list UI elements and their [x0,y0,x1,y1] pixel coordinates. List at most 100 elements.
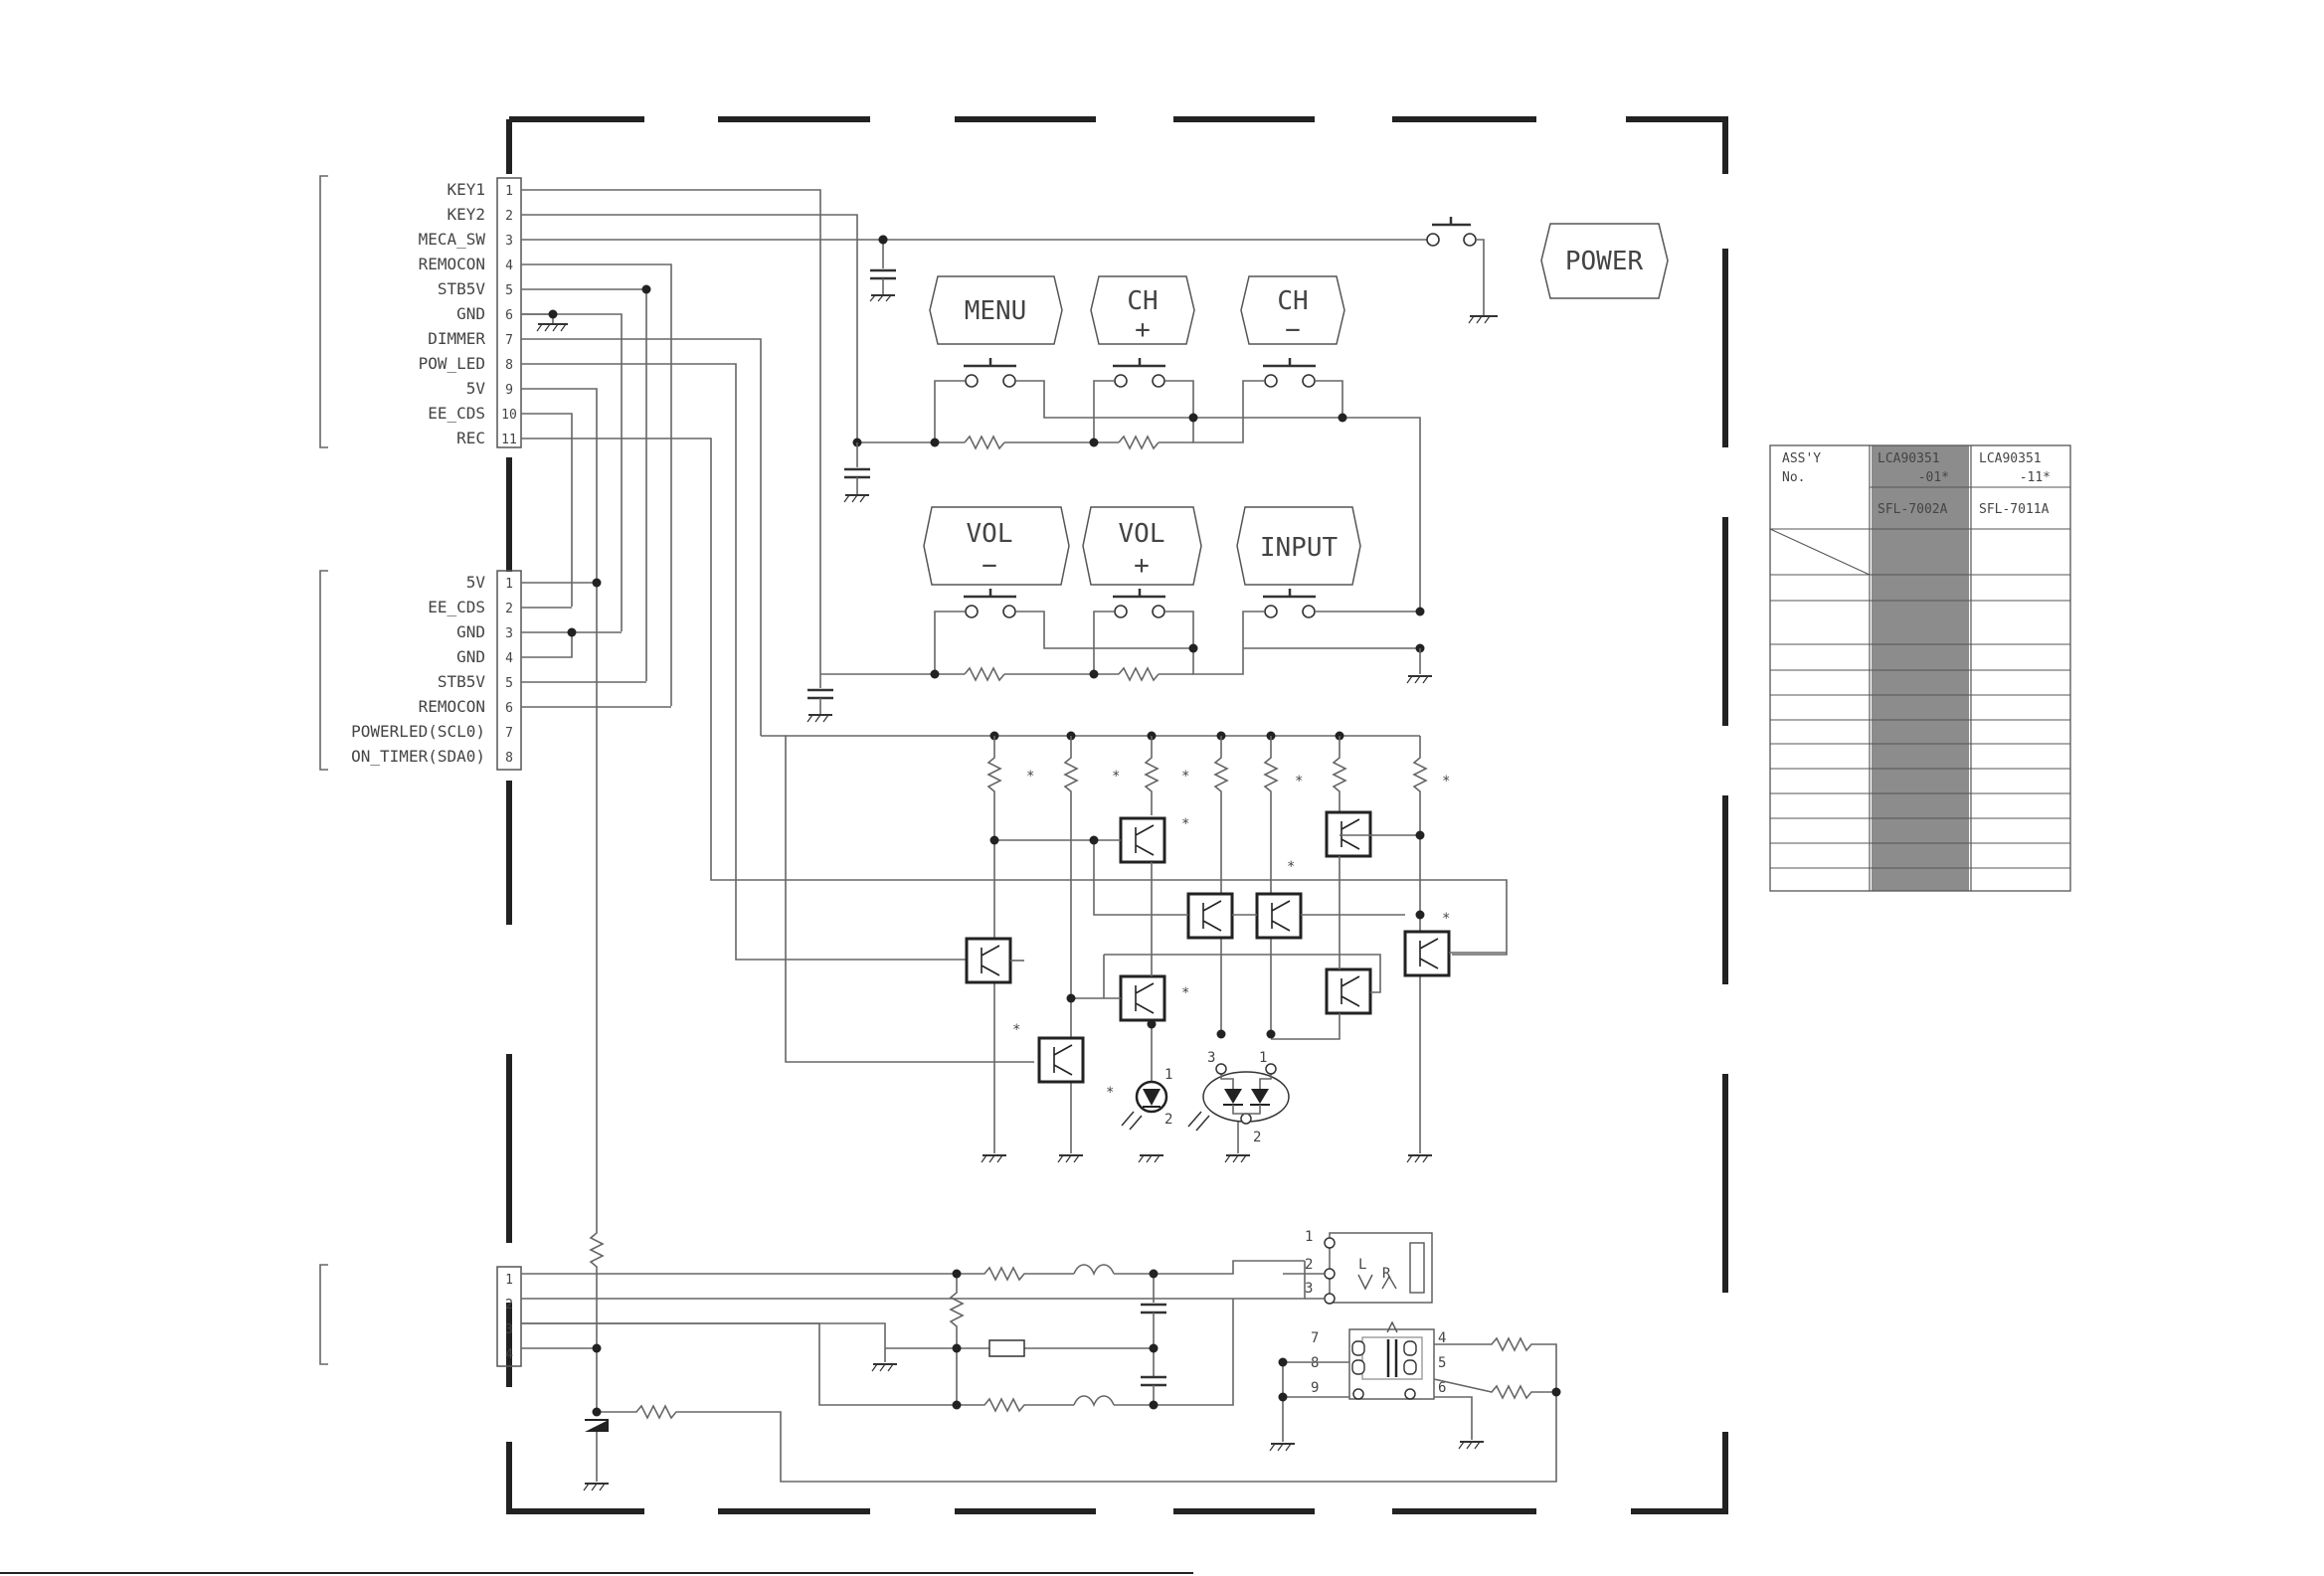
pin-label: 5V [466,573,486,592]
board-outline [506,116,1728,1514]
tact-switch-ch-down [1263,358,1316,388]
marker-asterisk: * [1012,1022,1020,1038]
indicator-led: 1 2 [1121,1067,1172,1131]
pin-number: 7 [505,726,513,741]
assy-table: ASS'Y No. LCA90351 -01* SFL-7002A LCA903… [1769,444,2071,892]
pin-number: 7 [505,333,513,348]
led-pin-bottom: 2 [1164,1112,1172,1128]
jack-pin-9: 9 [1311,1380,1319,1396]
connector-a-pin-4: REMOCON 4 [419,255,514,273]
connector-c-pin-3: 3 [505,1322,513,1337]
vol-up-label: VOL [1119,519,1165,549]
pin-label: KEY2 [447,205,485,224]
connector-b-pin-4: GND 4 [456,647,513,666]
marker-asterisk: * [1295,774,1303,789]
connector-a-pin-5: STB5V 5 [438,279,513,298]
connector-b-pin-2: EE_CDS 2 [428,598,513,616]
pin-label: MECA_SW [419,230,486,249]
marker-asterisk: * [1442,911,1450,927]
jack-pin-7: 7 [1311,1330,1319,1346]
menu-button-label: MENU [965,296,1027,326]
transistor-network: * * * * * * * * * * * [786,731,1507,1163]
pin-number: 3 [505,626,513,641]
tact-switch-input [1263,589,1316,618]
rx-pin-left: 3 [1207,1050,1215,1066]
pin-label: GND [456,622,485,641]
connector-b: 5V 1 EE_CDS 2 GND 3 GND 4 STB5V 5 REMOCO… [319,570,522,771]
vol-up-button[interactable]: VOL + [1082,506,1202,586]
assy-col2-line2: -11* [2020,470,2051,485]
vol-down-button[interactable]: VOL − [923,506,1070,586]
pin-number: 6 [505,701,513,716]
connector-a-pin-6: GND 6 [456,304,513,323]
pin-label: POW_LED [419,354,485,373]
connector-b-pin-8: ON_TIMER(SDA0) 8 [351,747,513,766]
connector-a-pin-9: 5V 9 [466,379,513,398]
tact-switch-menu [964,358,1016,388]
pin-label: STB5V [438,279,486,298]
connector-a: KEY1 1 KEY2 2 MECA_SW 3 REMOCON 4 STB5V … [319,175,522,448]
connector-a-pin-8: POW_LED 8 [419,354,513,373]
connector-c-pin-2: 2 [505,1298,513,1313]
pin-number: 2 [505,602,513,616]
marker-asterisk: * [1026,769,1034,785]
pin-label: ON_TIMER(SDA0) [351,747,485,766]
vol-down-label: VOL [967,519,1013,549]
assy-col1-shade [1872,445,1969,891]
pin-number: 4 [505,259,513,273]
connector-b-pin-1: 5V 1 [466,573,513,592]
power-button-label: POWER [1565,247,1644,276]
marker-asterisk: * [1181,985,1189,1001]
ch-up-sign: + [1135,315,1151,345]
ch-up-button[interactable]: CH + [1090,275,1195,345]
power-switch [869,217,1498,324]
audio-section [521,1218,1557,1491]
pin-label: REMOCON [419,255,485,273]
ch-down-button[interactable]: CH − [1240,275,1345,345]
menu-button[interactable]: MENU [929,275,1063,345]
rx-pin-right: 1 [1259,1050,1267,1066]
tact-switch-vol-down [964,589,1016,618]
pin-number: 8 [505,358,513,373]
pin-number: 5 [505,283,513,298]
marker-asterisk: * [1442,774,1450,789]
power-button[interactable]: POWER [1540,223,1669,299]
marker-asterisk: * [1287,859,1295,875]
jack-left-label: L [1358,1257,1366,1273]
ch-up-label: CH [1127,286,1158,316]
connector-a-pin-10: EE_CDS 10 [428,404,517,423]
connector-c: 1 2 3 4 [319,1264,522,1367]
connector-a-pin-7: DIMMER 7 [428,329,513,348]
pin-label: REC [456,429,485,447]
vol-down-sign: − [982,551,997,581]
jack-pin-6: 6 [1438,1380,1446,1396]
pin-number: 2 [505,209,513,224]
marker-asterisk: * [1112,769,1120,785]
rx-pin-bottom: 2 [1253,1130,1261,1145]
connector-c-pin-4: 4 [505,1347,513,1362]
input-button[interactable]: INPUT [1236,506,1361,586]
marker-asterisk: * [1181,816,1189,832]
jack-right-label: R [1382,1266,1391,1282]
connector-b-pin-6: REMOCON 6 [419,697,513,716]
ground-symbol-pin6 [521,284,651,332]
pin-number: 1 [505,577,513,592]
connector-b-pin-5: STB5V 5 [438,672,513,691]
pin-label: EE_CDS [428,404,485,423]
marker-asterisk: * [1106,1085,1114,1101]
key-matrix-top [843,358,1421,612]
pin-number: 8 [505,751,513,766]
assy-header-2: No. [1782,470,1805,485]
connector-b-pin-7: POWERLED(SCL0) 7 [351,722,513,741]
assy-col2-line1: LCA90351 [1979,451,2042,466]
connector-a-pin-2: KEY2 2 [447,205,512,224]
led-pin-top: 1 [1164,1067,1172,1083]
jack-pin-3: 3 [1305,1281,1313,1297]
tact-switch-ch-up [1113,358,1165,388]
pin-label: KEY1 [447,180,485,199]
pin-label: REMOCON [419,697,485,716]
pin-number: 5 [505,676,513,691]
pin-number: 9 [505,383,513,398]
pin-number: 6 [505,308,513,323]
